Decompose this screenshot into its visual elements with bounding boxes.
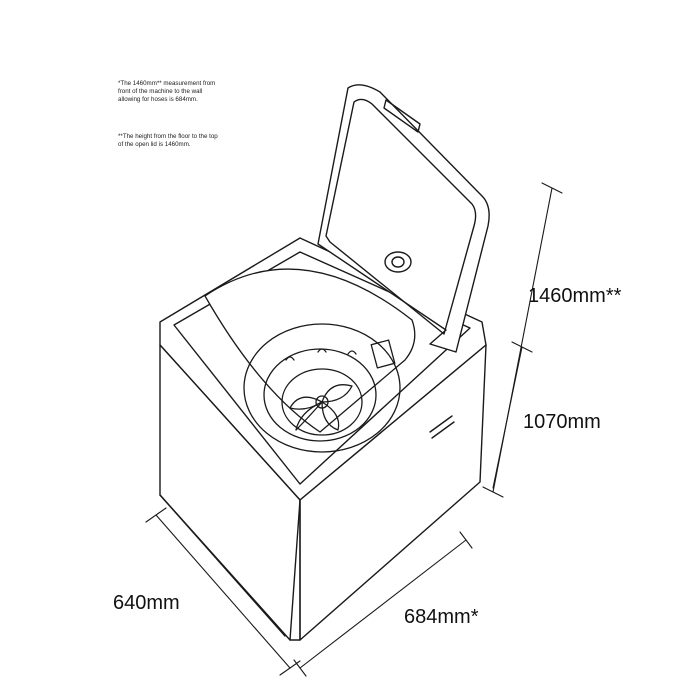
dimension-open-lid-height: 1460mm**: [528, 285, 622, 307]
dimension-depth: 684mm*: [404, 606, 479, 628]
dimension-lines: [145, 182, 563, 677]
dimension-width: 640mm: [113, 592, 180, 614]
dimension-machine-height: 1070mm: [523, 411, 601, 433]
open-lid: [317, 84, 490, 353]
note-lid-height: **The height from the floor to the top o…: [118, 133, 218, 148]
note-depth: *The 1460mm** measurement from front of …: [118, 80, 216, 103]
drum: [204, 268, 416, 453]
